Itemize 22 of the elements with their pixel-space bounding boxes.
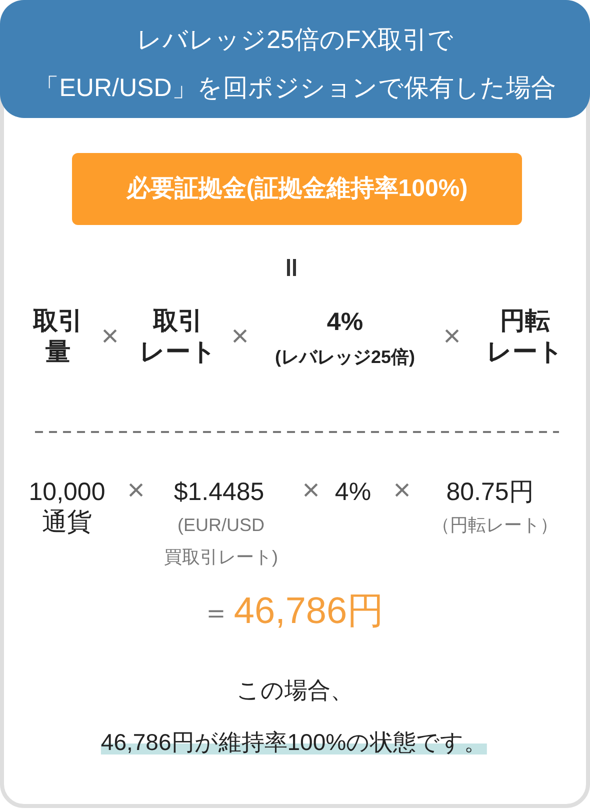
multiply-sign: × — [443, 320, 461, 354]
formula-term: 4% — [326, 307, 364, 338]
multiply-sign: × — [393, 474, 411, 508]
formula-term: 円転レート — [486, 306, 564, 368]
value-note: （円転レート） — [432, 514, 558, 537]
result-value: 46,786円 — [234, 589, 384, 633]
formula-term: 取引レート — [140, 306, 216, 368]
multiply-sign: × — [302, 474, 320, 508]
formula-note: (レバレッジ25倍) — [275, 346, 415, 369]
value-text: 4% — [334, 477, 372, 507]
multiply-sign: × — [231, 320, 249, 354]
value-text: $1.4485 — [174, 477, 264, 507]
conclusion-text: この場合、 — [236, 676, 354, 705]
equals-sign: ＝ — [202, 596, 230, 630]
multiply-sign: × — [101, 320, 119, 354]
value-text: 80.75円 — [446, 477, 534, 507]
heading-box: 必要証拠金(証拠金維持率100%) — [72, 153, 522, 225]
multiply-sign: × — [127, 474, 145, 508]
title: レバレッジ25倍のFX取引で「EUR/USD」を回ポジションで保有した場合 — [34, 25, 556, 104]
formula-term: 取引量 — [33, 306, 83, 368]
value-note: (EUR/USD買取引レート) — [164, 514, 278, 569]
value-text: 10,000通貨 — [28, 477, 106, 537]
